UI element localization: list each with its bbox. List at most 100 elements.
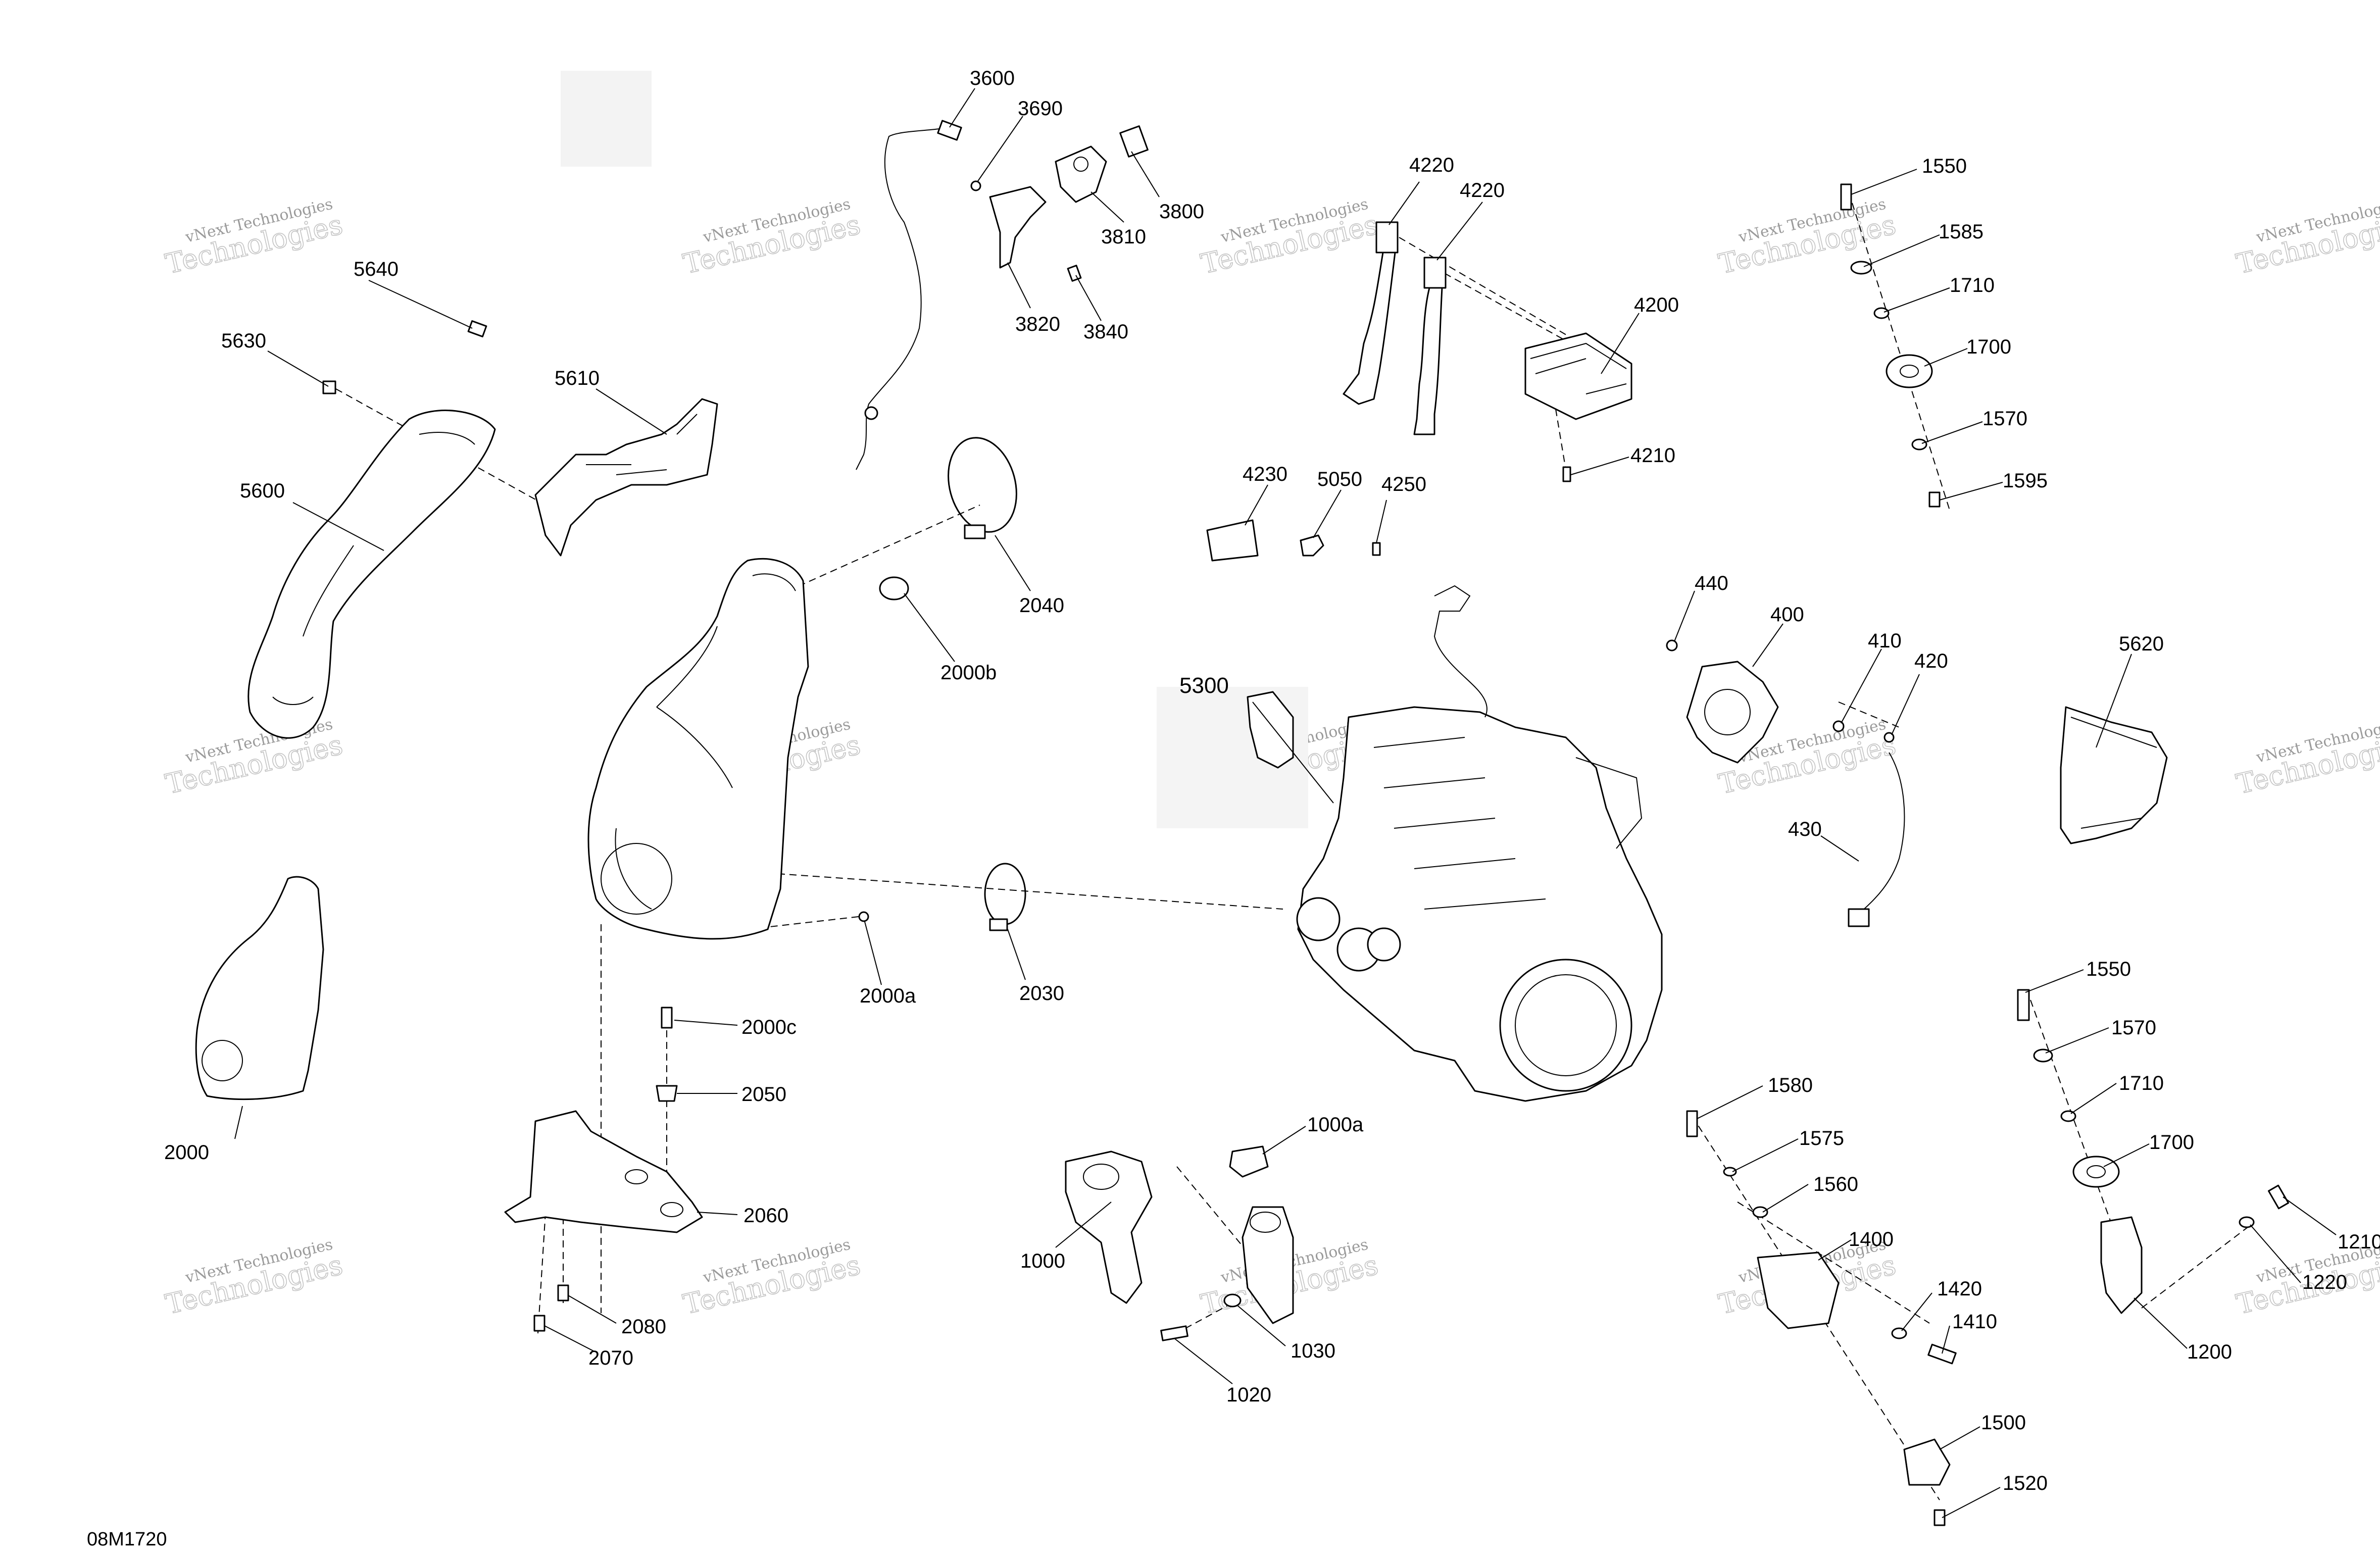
watermark: vNext Technologies Technologies: [2233, 716, 2380, 801]
callout-label: 1710: [2119, 1072, 2164, 1094]
callout-label: 2000b: [940, 662, 997, 684]
cable-430: [1848, 752, 1905, 927]
callout-label: 5300: [1179, 673, 1229, 698]
stud-2000c: [661, 1007, 673, 1029]
callout-label: 1580: [1768, 1074, 1813, 1096]
callout-label: 5620: [2119, 633, 2164, 655]
callout-label: 3820: [1015, 313, 1060, 335]
watermark: vNext Technologies Technologies: [162, 1236, 346, 1321]
clip-3690: [970, 180, 981, 191]
clip-2000a: [858, 911, 869, 922]
callout-label: 1400: [1849, 1228, 1894, 1250]
leader-lines: [234, 88, 2337, 1518]
callout-label: 1570: [1982, 408, 2027, 430]
screw-440: [1666, 639, 1678, 652]
grommet-2000b: [879, 576, 909, 600]
callout-label: 5610: [555, 367, 600, 389]
mount-stack-bottom: [2017, 989, 2290, 1314]
fitting-5050: [1300, 534, 1324, 557]
shield-5620: [2060, 706, 2168, 844]
callout-label: 1500: [1981, 1412, 2026, 1434]
callout-label: 4250: [1381, 473, 1426, 495]
callout-label: 3600: [970, 67, 1015, 89]
callout-label: 1710: [1950, 274, 1995, 296]
callout-label: 4220: [1460, 179, 1505, 202]
callout-label: 4200: [1634, 294, 1679, 316]
mount-1000a: [1229, 1145, 1294, 1324]
airbox-main: [587, 558, 809, 940]
callout-label: 1560: [1813, 1173, 1858, 1195]
screw-4210: [1562, 466, 1571, 482]
screw-5630: [322, 380, 336, 394]
clip-410: [1832, 720, 1845, 732]
watermark: vNext Technologies Technologies: [1198, 195, 1381, 281]
screw-5640: [467, 320, 487, 337]
bracket-4230: [1206, 519, 1259, 562]
callout-label: 1520: [2003, 1472, 2048, 1494]
callout-label: 420: [1914, 650, 1948, 672]
callout-label: 1700: [2149, 1131, 2194, 1154]
callout-label: 5640: [354, 258, 399, 280]
callout-label: 1210: [2338, 1231, 2380, 1253]
callout-label: 440: [1695, 572, 1728, 594]
callout-label: 2030: [1019, 982, 1064, 1005]
cover-5300: [1247, 691, 1294, 769]
callout-label: 1575: [1799, 1127, 1844, 1149]
callout-label: 2070: [588, 1347, 633, 1369]
callout-label: 2000a: [860, 985, 916, 1007]
callout-label: 3810: [1101, 226, 1146, 248]
callout-label: 1220: [2302, 1271, 2347, 1293]
bracket-5610: [534, 398, 718, 557]
callout-label: 1570: [2111, 1017, 2156, 1039]
mount-1000: [1065, 1150, 1153, 1304]
callout-label: 4230: [1243, 463, 1287, 485]
callout-label: 5630: [221, 330, 266, 352]
callout-label: 2040: [1019, 594, 1064, 617]
watermark: vNext Technologies Technologies: [162, 716, 346, 801]
callout-label: 5050: [1317, 468, 1362, 490]
callout-label: 3690: [1018, 97, 1063, 120]
screw-2080: [557, 1284, 569, 1301]
callout-label: 5600: [240, 480, 285, 502]
callout-label: 410: [1868, 630, 1902, 652]
diagram-code: 08M1720: [87, 1529, 167, 1550]
callout-labels: 3600 3690 3800 3810 3820 3840 5640 5630 …: [164, 67, 2380, 1494]
callout-label: 2060: [743, 1205, 788, 1227]
ignition-coil-4220b: [1413, 257, 1447, 435]
callout-label: 2000: [164, 1141, 209, 1164]
callout-label: 4220: [1409, 154, 1454, 176]
callout-label: 1000a: [1307, 1114, 1364, 1136]
callout-label: 1000: [1020, 1250, 1065, 1272]
grommet-2050: [656, 1085, 678, 1102]
watermark: vNext Technologies Technologies: [2233, 195, 2380, 281]
callout-label: 1550: [1922, 155, 1967, 177]
callout-label: 2050: [741, 1083, 786, 1106]
callout-label: 2000c: [741, 1016, 797, 1038]
callout-label: 1020: [1226, 1384, 1271, 1406]
screw-4250: [1372, 542, 1381, 556]
nut-1030: [1223, 1293, 1242, 1308]
air-duct-5600: [247, 410, 496, 739]
callout-label: 4210: [1630, 444, 1675, 467]
mount-stack-middle: [1686, 1110, 1957, 1526]
watermark: vNext Technologies Technologies: [680, 195, 864, 281]
callout-label: 3840: [1083, 321, 1128, 343]
callout-label: 430: [1788, 818, 1822, 840]
bracket-3820: [989, 186, 1047, 269]
callout-label: 1550: [2086, 958, 2131, 980]
callout-label: 1585: [1939, 221, 1984, 243]
clamp-2040: [948, 437, 1017, 539]
watermark: vNext Technologies Technologies: [162, 195, 346, 281]
clip-420: [1883, 732, 1895, 743]
engine-assembly: [1296, 585, 1663, 1102]
ecu-4200: [1524, 332, 1632, 420]
sensor-3810: [1055, 145, 1107, 203]
watermark: vNext Technologies Technologies: [680, 1236, 864, 1321]
scan-artifact: [561, 71, 652, 167]
bolt-1020: [1160, 1325, 1188, 1341]
callout-label: 1420: [1937, 1278, 1982, 1300]
sensor-cable-3600: [856, 120, 962, 470]
ignition-coil-4220a: [1343, 221, 1399, 405]
callout-label: 1595: [2003, 470, 2048, 492]
